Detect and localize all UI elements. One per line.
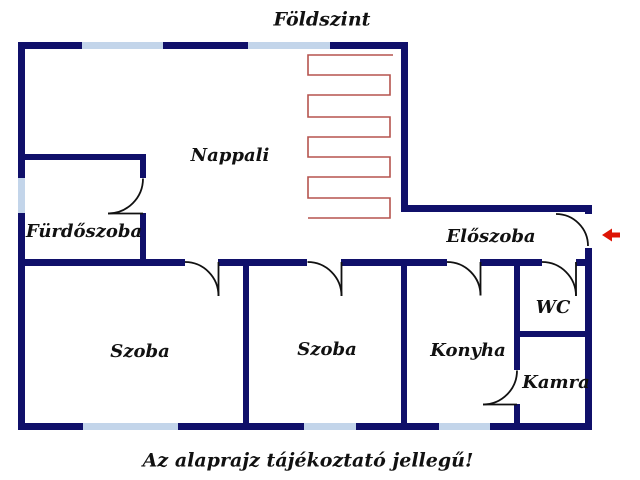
windows — [18, 42, 490, 430]
door-arc-kamra — [482, 370, 518, 406]
room-label-szoba2: Szoba — [297, 339, 357, 360]
wall-szoba1-szoba2 — [243, 259, 249, 430]
page-title: Földszint — [273, 8, 371, 31]
window-top-1 — [82, 42, 163, 49]
door-arc-szoba2 — [307, 261, 343, 297]
disclaimer-text: Az alaprajz tájékoztató jellegű! — [142, 449, 474, 472]
room-label-furdoszoba: Fürdőszoba — [25, 221, 143, 242]
window-bottom-1 — [83, 423, 178, 430]
door-arc-szoba1 — [184, 261, 220, 297]
wall-furdoszoba-right-lower — [140, 213, 146, 266]
wall-corridor-seg4 — [480, 259, 542, 266]
door-arc-entrance — [555, 213, 589, 247]
wall-top — [18, 42, 408, 49]
wall-furdoszoba-right-upper — [140, 154, 146, 178]
wall-eloszoba-top — [401, 205, 592, 212]
wall-corridor-seg1 — [18, 259, 185, 266]
wall-corridor-seg3 — [341, 259, 447, 266]
interior-walls — [18, 154, 592, 430]
wall-right-lower — [585, 248, 592, 430]
wall-corridor-seg2 — [218, 259, 307, 266]
wall-furdoszoba-top — [18, 154, 146, 160]
window-bottom-2 — [304, 423, 356, 430]
room-label-konyha: Konyha — [430, 340, 506, 361]
room-label-nappali: Nappali — [190, 145, 270, 166]
room-label-szoba1: Szoba — [110, 341, 170, 362]
wall-right-upper — [585, 205, 592, 214]
wall-left — [18, 42, 25, 430]
room-label-kamra: Kamra — [522, 372, 590, 393]
window-top-2 — [248, 42, 330, 49]
doors — [107, 178, 589, 406]
door-arc-konyha — [446, 261, 482, 296]
door-arc-furdoszoba — [107, 178, 144, 215]
window-bottom-3 — [439, 423, 490, 430]
window-left — [18, 178, 25, 213]
wall-konyha-kamra-upper — [514, 259, 520, 370]
wall-nappali-right — [401, 42, 408, 212]
room-label-wc: WC — [535, 297, 571, 318]
door-arc-wc — [541, 261, 577, 297]
stairs-icon — [307, 54, 393, 219]
entrance-arrow-icon — [602, 228, 620, 242]
wall-szoba2-konyha — [401, 259, 407, 430]
wall-corridor-seg5 — [576, 259, 585, 266]
wall-wc-kamra — [514, 331, 592, 337]
wall-konyha-kamra-lower — [514, 404, 520, 430]
room-label-eloszoba: Előszoba — [446, 226, 536, 247]
